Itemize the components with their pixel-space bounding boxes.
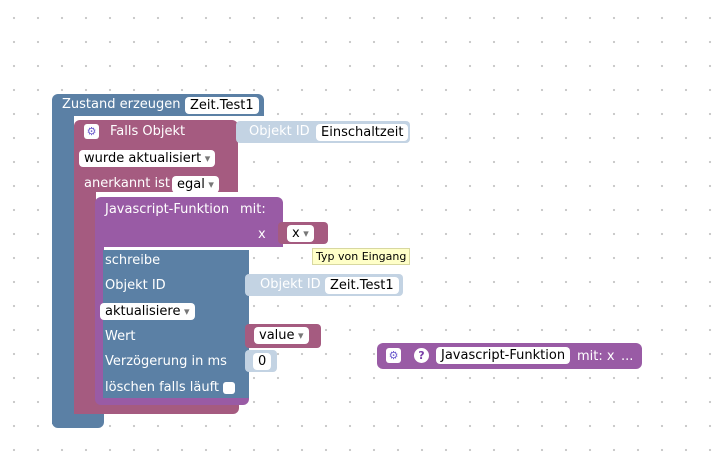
write-object-label: Objekt ID [105,278,166,293]
ack-dropdown[interactable]: egal [172,176,219,193]
function-param-label: x [258,227,266,242]
function-with-label: mit: [240,202,266,217]
standalone-function-ellipsis: ... [621,349,634,364]
write-delay-label: Verzögerung in ms [105,354,227,369]
state-name-field[interactable]: Zeit.Test1 [185,97,259,114]
tooltip: Typ von Eingang [312,248,411,265]
trigger-object-label: Objekt ID [249,124,310,139]
function-block-foot [95,395,249,405]
function-block-spine [95,245,104,395]
trigger-event-dropdown[interactable]: wurde aktualisiert [79,150,216,167]
value-dropdown[interactable]: value [254,327,309,344]
create-state-label: Zustand erzeugen [62,97,181,112]
clear-checkbox[interactable] [223,382,235,394]
standalone-gear-icon[interactable]: ⚙ [386,348,401,363]
delay-field[interactable]: 0 [253,353,272,370]
trigger-block-foot [74,402,239,414]
write-label: schreibe [105,253,161,268]
create-state-block-foot [52,414,104,428]
ack-label: anerkannt ist [84,176,171,191]
help-icon[interactable]: ? [414,348,429,363]
function-title: Javascript-Funktion [105,202,230,217]
write-mode-dropdown[interactable]: aktualisiere [100,303,195,320]
standalone-function-name[interactable]: Javascript-Funktion [436,347,571,364]
standalone-function-suffix: mit: x [577,349,615,364]
write-object-field[interactable]: Zeit.Test1 [325,277,399,294]
trigger-label: Falls Objekt [110,124,186,139]
write-value-label: Wert [105,329,136,344]
function-block[interactable] [95,197,283,247]
create-state-block-spine [52,114,74,424]
trigger-object-field[interactable]: Einschaltzeit [316,124,409,141]
trigger-block-spine [74,190,96,414]
param-dropdown[interactable]: x [287,225,314,242]
write-clear-label: löschen falls läuft [105,380,220,395]
write-block[interactable] [103,250,249,398]
trigger-gear-icon[interactable]: ⚙ [84,124,99,139]
write-object-block-label: Objekt ID [260,277,321,292]
